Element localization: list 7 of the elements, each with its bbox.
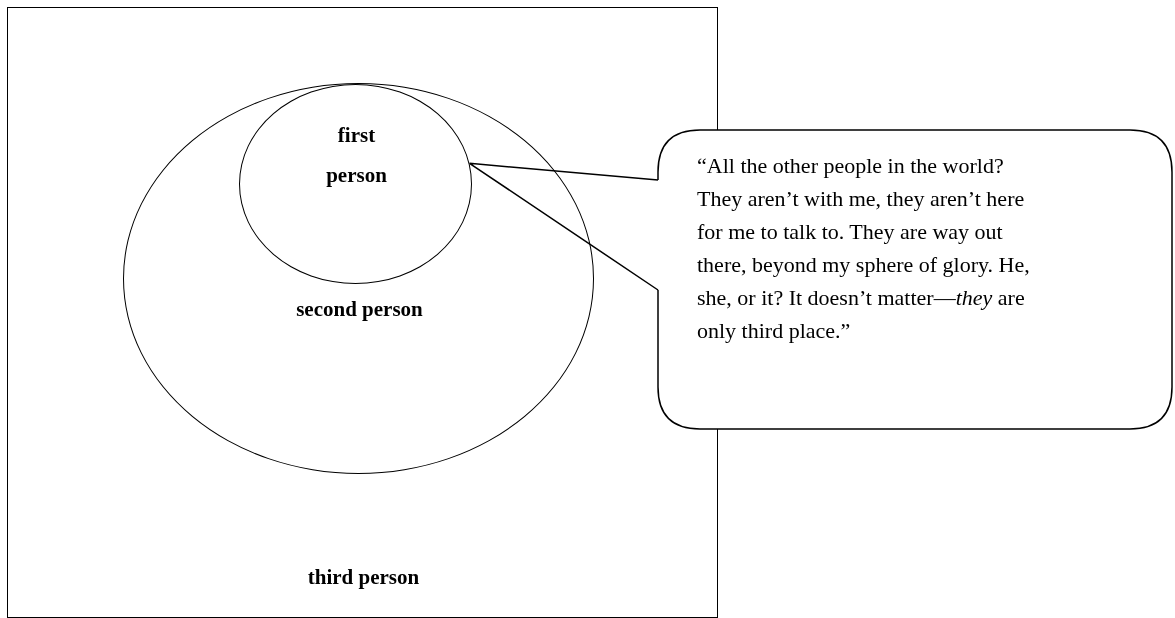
region-label: second person xyxy=(295,296,424,322)
region-label: first person xyxy=(325,122,388,189)
speech-bubble-tail xyxy=(468,162,659,291)
quote-text: “All the other people in the world? They aren’t with me, they aren’t here for me to talk to. They are way out there, beyond my sphere of glory. He, she, or it? It doesn’t matter—they are only third place.” xyxy=(697,152,1031,345)
circle xyxy=(123,83,594,474)
region-label: third person xyxy=(306,564,421,590)
speech-bubble xyxy=(655,127,1175,432)
